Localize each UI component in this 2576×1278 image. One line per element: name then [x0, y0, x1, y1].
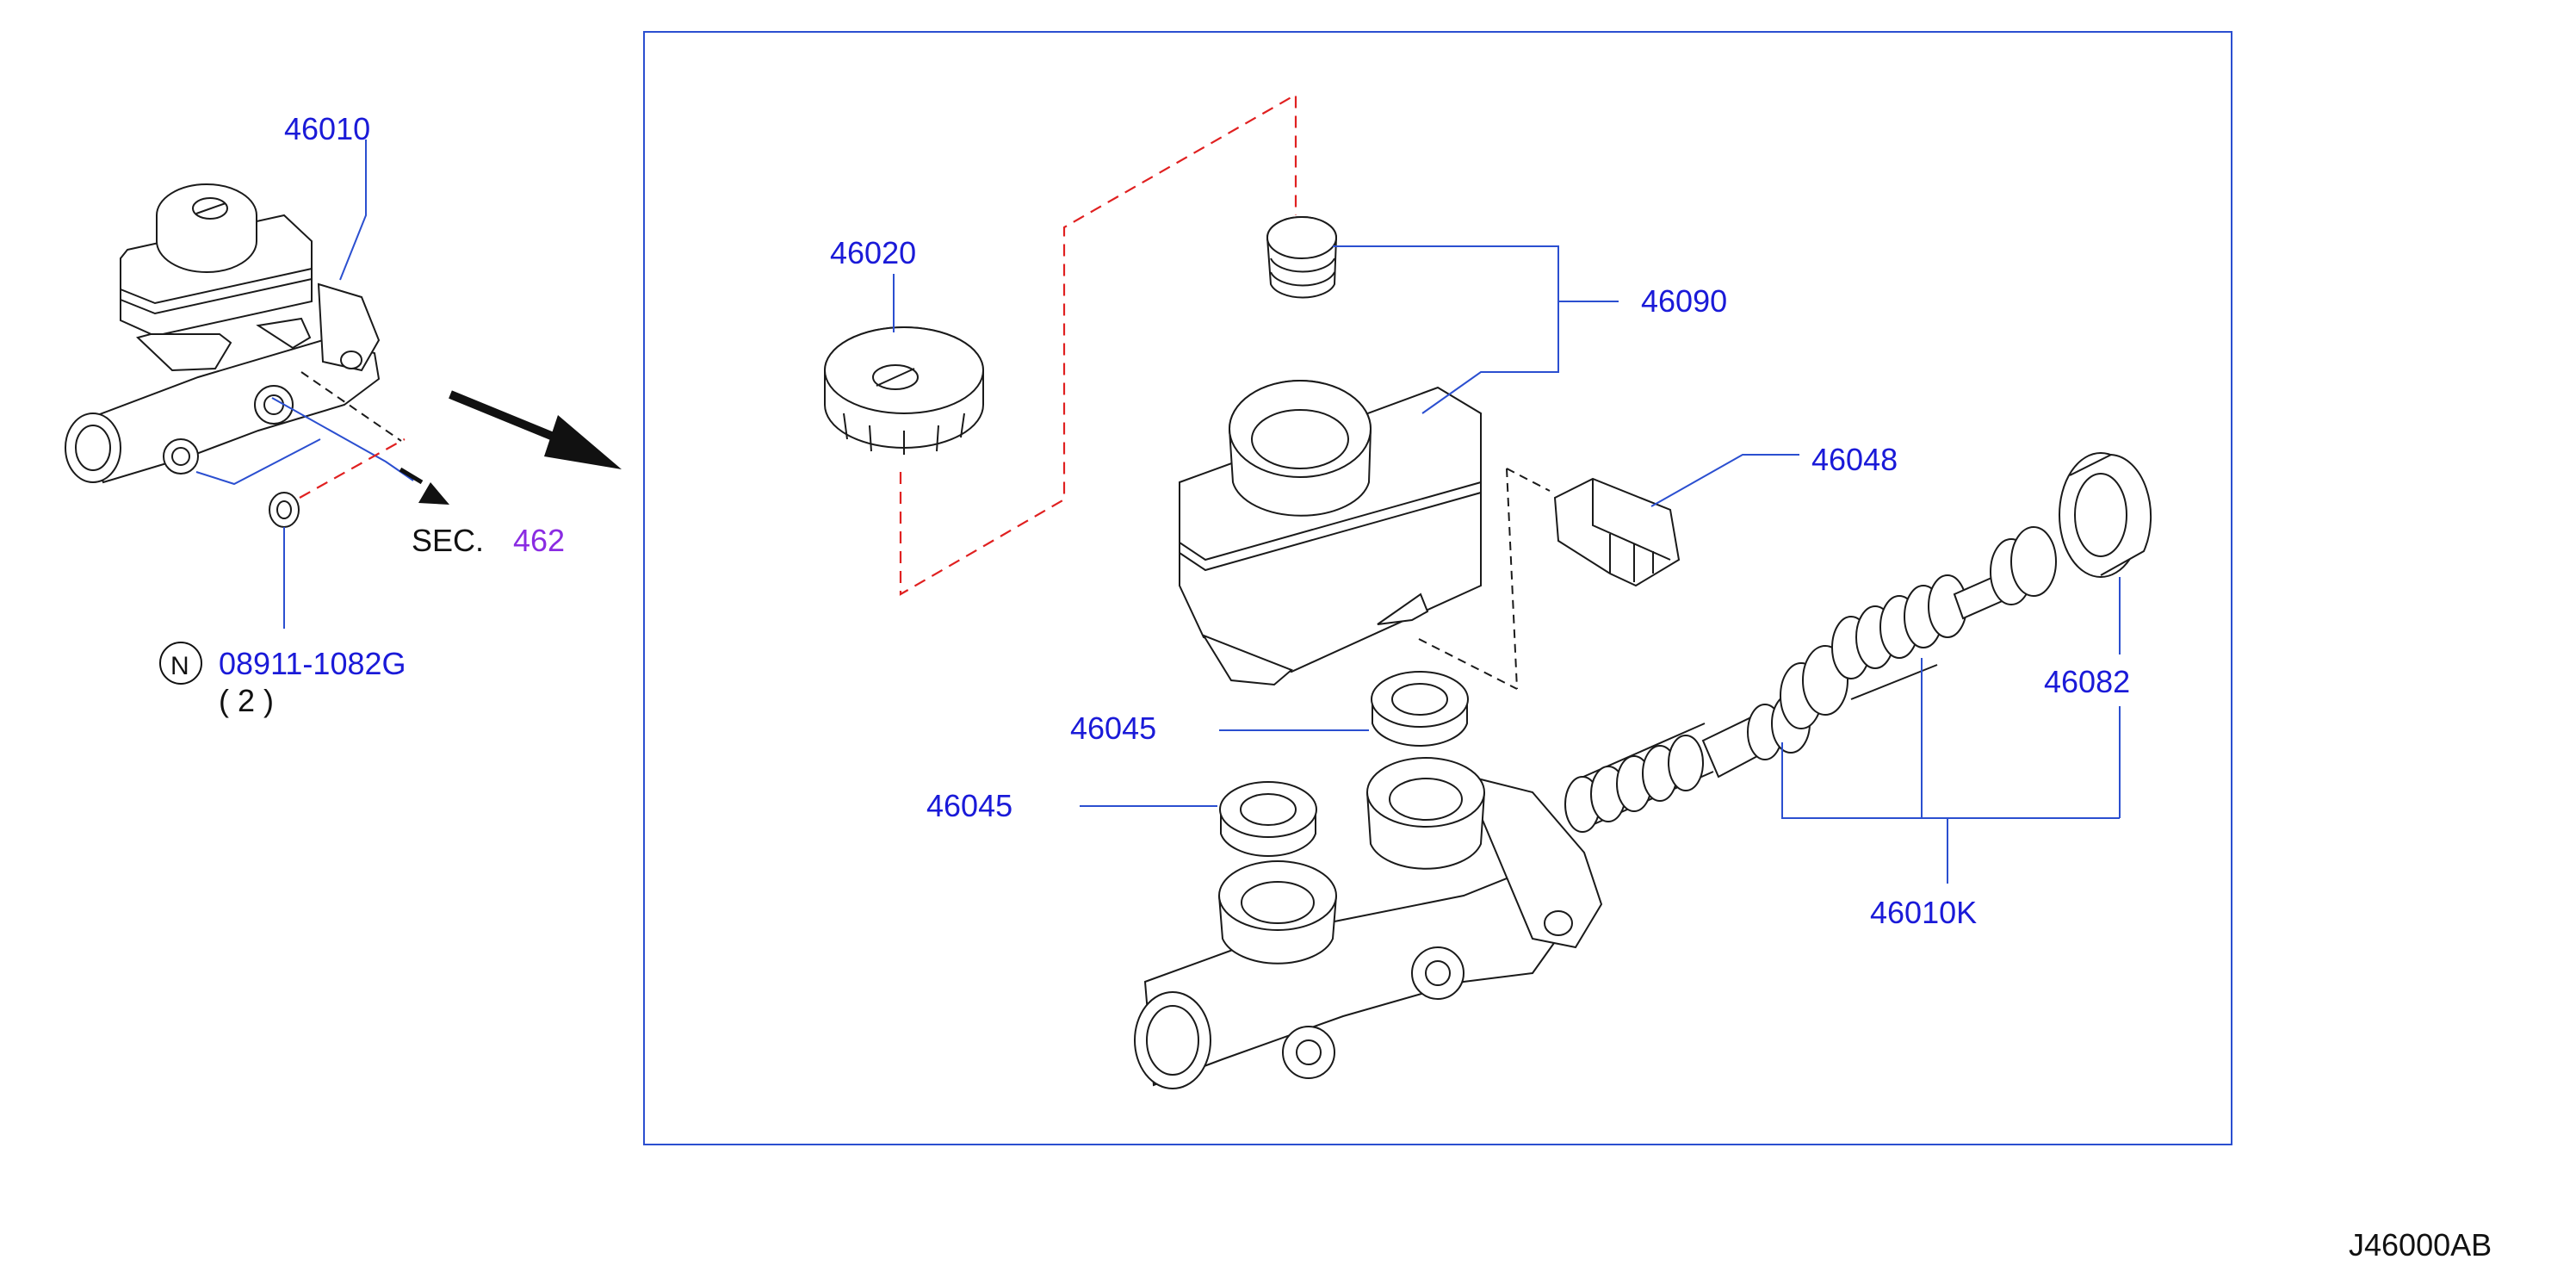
- callout-46048: 46048: [1811, 442, 1898, 477]
- master-cylinder-body: [1134, 757, 1603, 1089]
- callout-46020: 46020: [830, 235, 916, 270]
- callout-46090: 46090: [1641, 283, 1727, 319]
- leader-46010: [339, 140, 367, 281]
- diagram-code: J46000AB: [2349, 1227, 2492, 1262]
- exploded-view-frame: [643, 31, 2232, 1145]
- sec-reference-arrow: [399, 467, 449, 505]
- sec-number: 462: [513, 523, 565, 558]
- leader-46048: [1650, 454, 1799, 507]
- reservoir-grommet: [1266, 216, 1337, 299]
- level-sensor: [1553, 477, 1681, 587]
- cylinder-seal: [2059, 452, 2152, 578]
- callout-nut: 08911-1082G: [219, 646, 406, 681]
- assembled-master-cylinder: [65, 183, 381, 484]
- nut-dash-line: [299, 438, 406, 499]
- cap-dash-route: [899, 93, 1297, 596]
- sec-prefix: SEC.: [412, 523, 484, 558]
- grommet-upper: [1371, 671, 1469, 747]
- sensor-dash-line: [1418, 468, 1551, 690]
- nut-symbol-circle: [159, 642, 202, 685]
- piston-kit: [1564, 526, 2057, 833]
- callout-46045-upper: 46045: [1070, 710, 1156, 746]
- exploded-view-arrow: [449, 390, 622, 469]
- callout-46045-lower: 46045: [926, 788, 1012, 823]
- callout-46010K: 46010K: [1870, 895, 1977, 930]
- brake-fluid-reservoir: [1179, 380, 1482, 686]
- reservoir-cap: [824, 326, 984, 455]
- callout-46082: 46082: [2044, 664, 2130, 699]
- callout-46010: 46010: [284, 111, 370, 146]
- grommet-lower: [1219, 781, 1317, 857]
- leader-46010K: [1781, 658, 2120, 884]
- leader-46090: [1333, 245, 1619, 414]
- nut-quantity: ( 2 ): [219, 683, 274, 718]
- nut-symbol: N: [170, 652, 189, 680]
- mounting-nut: [269, 492, 300, 528]
